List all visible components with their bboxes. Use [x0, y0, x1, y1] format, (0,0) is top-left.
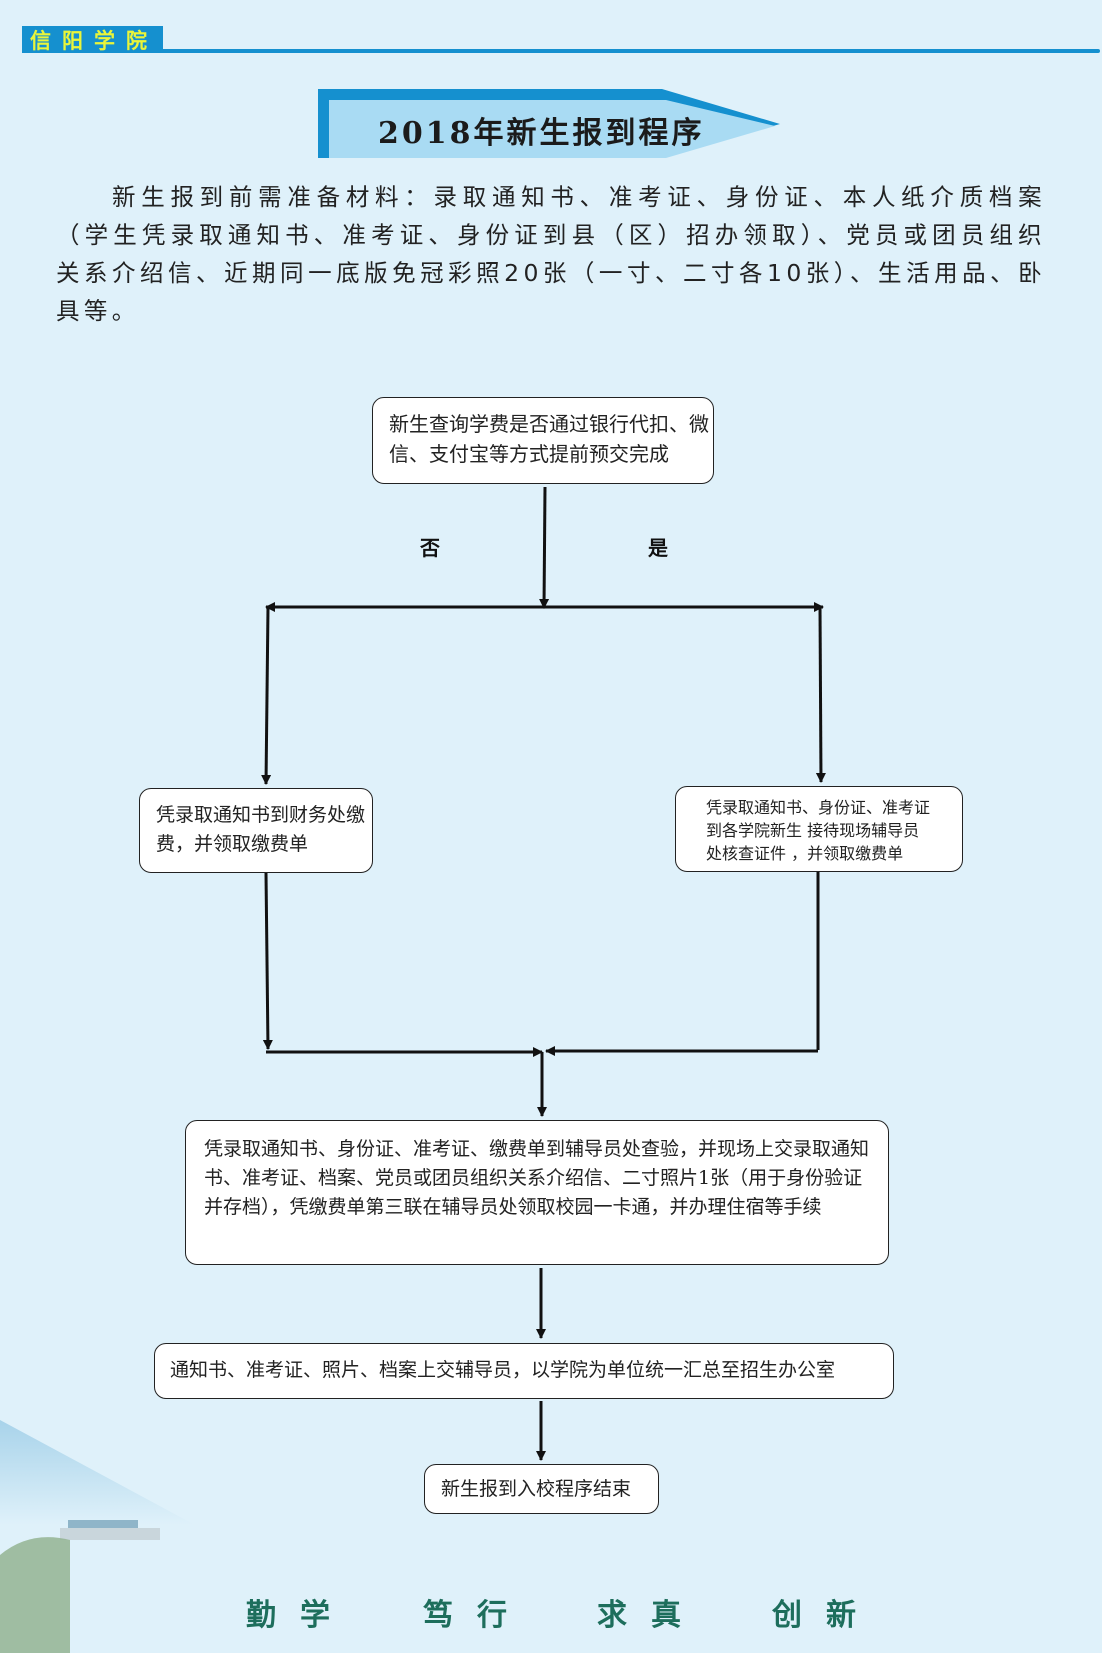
motto-item: 创新: [772, 1598, 880, 1633]
connector-left-bottom: [262, 872, 273, 1050]
campus-photo-corner: [0, 1420, 195, 1653]
step-verify-at-college: 凭录取通知书、身份证、准考证 到各学院新生 接待现场辅导员 处核查证件 ，并领取…: [675, 786, 963, 872]
intro-paragraph: 新生报到前需准备材料：录取通知书、准考证、身份证、本人纸介质档案（学生凭录取通知…: [56, 183, 1046, 325]
banner-light-shape: [329, 100, 775, 158]
step-pay-at-finance: 凭录取通知书到财务处缴费，并领取缴费单: [139, 788, 373, 873]
brand-name: 信阳学院: [30, 28, 158, 53]
step-line: 凭录取通知书、身份证、准考证: [706, 798, 931, 817]
motto-item: 求真: [597, 1598, 705, 1633]
step-counselor-check: 凭录取通知书、身份证、准考证、缴费单到辅导员处查验，并现场上交录取通知书、准考证…: [185, 1120, 889, 1265]
connector-right-down: [815, 606, 826, 783]
step-end: 新生报到入校程序结束: [424, 1464, 659, 1514]
step-submit-documents: 通知书、准考证、照片、档案上交辅导员，以学院为单位统一汇总至招生办公室: [154, 1343, 894, 1399]
title-banner: [0, 0, 1102, 170]
branch-label-no: 否: [420, 536, 440, 560]
step-line: 处核查证件 ，并领取缴费单: [706, 844, 904, 863]
brand-tab: [22, 26, 163, 53]
header-rule: [160, 49, 1100, 53]
step-check-prepayment: 新生查询学费是否通过银行代扣、微信、支付宝等方式提前预交完成: [372, 397, 714, 484]
step-line: 到各学院新生 接待现场辅导员: [706, 821, 920, 840]
motto-item: 笃行: [423, 1598, 531, 1633]
banner-shape: [318, 89, 780, 158]
branch-label-yes: 是: [648, 536, 668, 560]
motto-item: 勤学: [246, 1598, 354, 1633]
page-title: 2018年新生报到程序: [378, 116, 705, 151]
connector-left-down: [261, 606, 272, 785]
connector-start-down: [539, 486, 550, 609]
